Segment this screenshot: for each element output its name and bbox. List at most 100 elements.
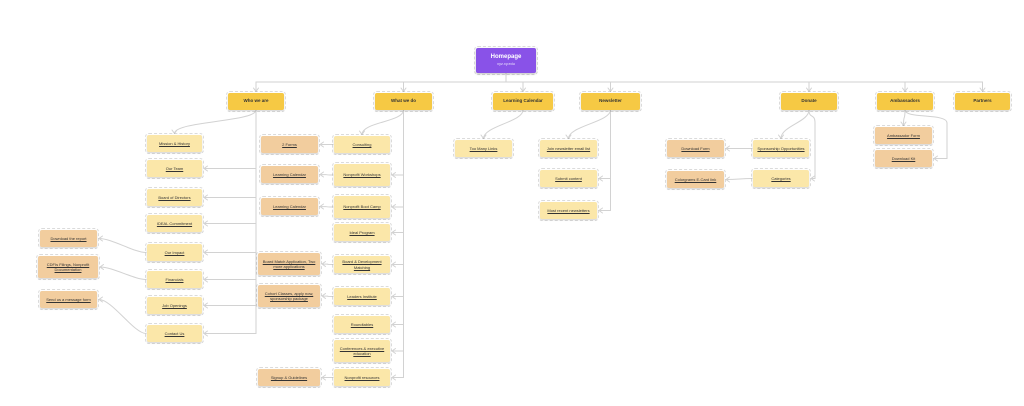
node-label: Sponsorship Opportunities bbox=[757, 145, 805, 151]
node-label: Download Kit bbox=[891, 155, 916, 161]
cohort-classes-node[interactable]: Cohort Classes, apply now, sponsorship p… bbox=[256, 283, 322, 309]
consulting-node[interactable]: Consulting bbox=[332, 134, 392, 155]
our-team-node[interactable]: Our Team bbox=[145, 158, 204, 179]
learning-calendar-1-node[interactable]: Learning Calendar bbox=[259, 164, 320, 185]
edge-ambassadors-ambassador-form bbox=[900, 109, 907, 126]
edge-who-we-are-our-impact bbox=[203, 249, 257, 256]
node-label: Most recent newsletters bbox=[547, 207, 590, 213]
node-label: Cohort Classes, apply now, sponsorship p… bbox=[264, 290, 314, 301]
node-label: CDFIs Filings, Nonprofit Documentation bbox=[46, 261, 90, 272]
download-form-node[interactable]: Download Form bbox=[665, 138, 726, 159]
edge-categories-colograms bbox=[725, 176, 753, 183]
two-forms-node[interactable]: 2 Forms bbox=[259, 134, 320, 155]
node-label: Our Impact bbox=[164, 249, 185, 255]
node-label: Colorgrams E-Card link bbox=[674, 176, 717, 182]
node-label: IDEAL Commitment bbox=[156, 220, 193, 226]
node-label: Learning Calendar bbox=[503, 98, 543, 104]
edge-who-we-are-our-team bbox=[203, 165, 257, 172]
node-label: Join newsletter email list bbox=[546, 145, 591, 151]
contact-us-node[interactable]: Contact Us bbox=[145, 323, 204, 344]
learning-calendar-node[interactable]: Learning Calendar bbox=[491, 91, 555, 112]
node-label: 2 Forms bbox=[282, 141, 297, 147]
edge-what-we-do-board-dev-matching bbox=[391, 261, 404, 268]
trunk-donate bbox=[808, 109, 816, 179]
who-we-are-node[interactable]: Who we are bbox=[226, 91, 286, 112]
node-label: Mission & History bbox=[159, 140, 190, 146]
node-label: Nonprofit Workshops bbox=[343, 172, 381, 178]
edge-what-we-do-nonprofit-resources bbox=[391, 374, 404, 381]
node-label: Job Openings bbox=[162, 302, 187, 308]
node-label: Categories bbox=[771, 175, 791, 181]
submit-content-node[interactable]: Submit content bbox=[538, 168, 599, 189]
edge-donate-categories bbox=[810, 175, 816, 182]
mission-history-node[interactable]: Mission & History bbox=[145, 133, 204, 154]
node-label: Board Match Application, Two more applic… bbox=[262, 258, 316, 269]
colograms-node[interactable]: Colorgrams E-Card link bbox=[665, 169, 726, 190]
node-label: Consulting bbox=[352, 141, 372, 147]
want-recent-node[interactable]: Most recent newsletters bbox=[538, 200, 599, 221]
roundtables-node[interactable]: Roundtables bbox=[332, 314, 392, 335]
download-kit-node[interactable]: Download Kit bbox=[873, 148, 934, 169]
what-we-do-node[interactable]: What we do bbox=[373, 91, 434, 112]
node-label: Download Form bbox=[681, 145, 710, 151]
edge-sponsorship-opps-download-form bbox=[725, 145, 753, 152]
edge-what-we-do-nonprofit-boot-camp bbox=[391, 204, 404, 210]
node-label: Submit content bbox=[555, 175, 582, 181]
edge-bus-drop bbox=[979, 81, 986, 92]
node-label: Download the report bbox=[50, 235, 87, 241]
partners-node[interactable]: Partners bbox=[953, 91, 1012, 112]
node-label: Financials bbox=[165, 276, 184, 282]
board-of-directors-node[interactable]: Board of Directors bbox=[145, 187, 204, 208]
edge-what-we-do-nonprofit-workshops bbox=[391, 172, 404, 178]
edge-bus-drop bbox=[253, 81, 259, 92]
our-impact-node[interactable]: Our Impact bbox=[145, 242, 204, 263]
edge-who-we-are-financials bbox=[203, 276, 257, 283]
node-label: Nonprofit resources bbox=[344, 374, 380, 380]
board-dev-matching-node[interactable]: Board & Development Matching bbox=[332, 254, 392, 275]
join-newsletter-node[interactable]: Join newsletter email list bbox=[538, 138, 599, 159]
edge-learning-calendar-too-many-links bbox=[480, 109, 524, 139]
edge-what-we-do-leaders-institute bbox=[391, 293, 404, 300]
edge-newsletter-submit-content bbox=[598, 175, 611, 182]
newsletter-node[interactable]: Newsletter bbox=[579, 91, 642, 112]
edge-donate-sponsorship-opps bbox=[778, 109, 810, 139]
cdfi-docs-node[interactable]: CDFIs Filings, Nonprofit Documentation bbox=[36, 254, 100, 280]
edge-ambassadors-download-kit bbox=[933, 155, 948, 162]
conferences-node[interactable]: Conferences & executive education bbox=[332, 338, 392, 364]
edge-who-we-are-board-of-directors bbox=[203, 194, 257, 201]
nonprofit-boot-camp-node[interactable]: Nonprofit Boot Camp bbox=[332, 194, 392, 220]
nonprofit-workshops-node[interactable]: Nonprofit Workshops bbox=[332, 162, 392, 188]
board-match-app-node[interactable]: Board Match Application, Two more applic… bbox=[256, 251, 322, 277]
send-message-form-node[interactable]: Send us a message form bbox=[38, 289, 99, 310]
edge-who-we-are-contact-us bbox=[203, 330, 257, 337]
node-label: Donate bbox=[801, 98, 817, 104]
node-label: Nonprofit Boot Camp bbox=[343, 204, 381, 210]
signup-guidelines-node[interactable]: Signup & Guidelines bbox=[256, 367, 322, 388]
node-label: Too Many Links bbox=[469, 145, 498, 151]
node-label: Send us a message form bbox=[46, 296, 91, 302]
download-the-report-node[interactable]: Download the report bbox=[38, 228, 99, 249]
edge-who-we-are-ideal-commitment bbox=[203, 220, 257, 227]
node-label: Board of Directors bbox=[158, 194, 191, 200]
ideal-commitment-node[interactable]: IDEAL Commitment bbox=[145, 213, 204, 234]
node-label: Learning Calendar bbox=[273, 203, 306, 209]
ambassadors-node[interactable]: Ambassadors bbox=[875, 91, 935, 112]
ambassador-form-node[interactable]: Ambassador Form bbox=[873, 125, 934, 146]
learning-calendar-2-node[interactable]: Learning Calendar bbox=[259, 196, 320, 217]
homepage-title: Homepage bbox=[490, 54, 522, 61]
node-label: Partners bbox=[973, 98, 992, 104]
financials-node[interactable]: Financials bbox=[145, 269, 204, 290]
node-label: Who we are bbox=[243, 98, 269, 104]
job-openings-node[interactable]: Job Openings bbox=[145, 295, 204, 316]
nonprofit-resources-node[interactable]: Nonprofit resources bbox=[332, 367, 392, 388]
donate-node[interactable]: Donate bbox=[779, 91, 839, 112]
categories-node[interactable]: Categories bbox=[751, 168, 811, 189]
edge-consulting-two-forms bbox=[319, 141, 334, 148]
ideal-program-node[interactable]: Ideal Program bbox=[332, 222, 392, 243]
too-many-links-node[interactable]: Too Many Links bbox=[453, 138, 514, 159]
node-label: What we do bbox=[391, 98, 416, 104]
sponsorship-opps-node[interactable]: Sponsorship Opportunities bbox=[751, 138, 811, 159]
leaders-institute-node[interactable]: Leaders Institute bbox=[332, 286, 392, 307]
